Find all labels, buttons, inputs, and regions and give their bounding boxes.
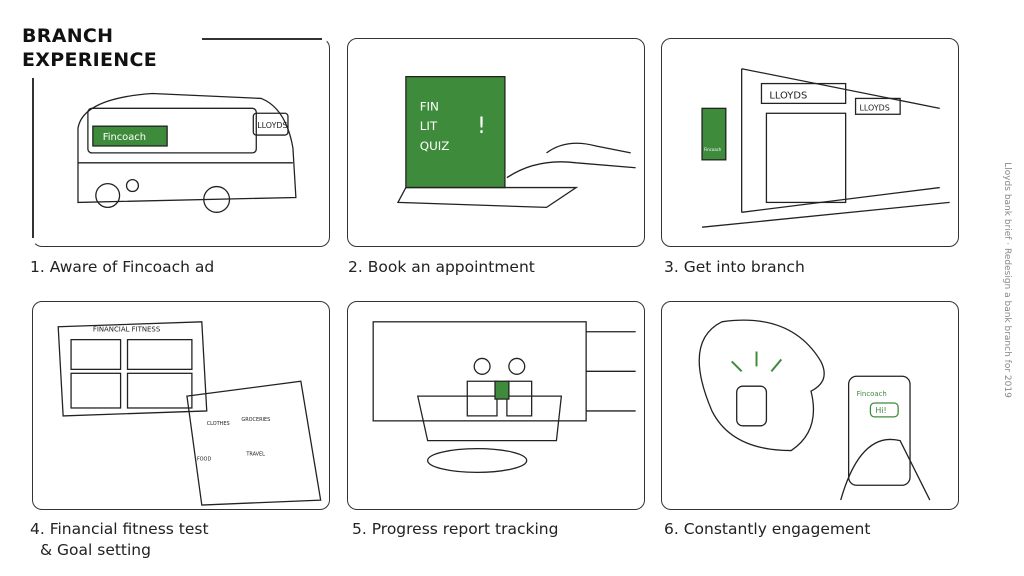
- page-title: BRANCH EXPERIENCE: [22, 24, 162, 72]
- panel-bus-ad: Fincoach LLOYDS: [32, 38, 330, 247]
- panel-quiz: FIN LIT QUIZ !: [347, 38, 645, 247]
- panel-fitness-test: FINANCIAL FITNESS CLOTHES GROCERIES FOOD…: [32, 301, 330, 510]
- svg-text:LLOYDS: LLOYDS: [257, 121, 287, 130]
- caption-3: 3. Get into branch: [664, 258, 805, 276]
- caption-6: 6. Constantly engagement: [664, 520, 871, 538]
- caption-2: 2. Book an appointment: [348, 258, 535, 276]
- svg-text:CLOTHES: CLOTHES: [207, 421, 230, 427]
- panel-border: [202, 38, 322, 40]
- laptop-sketch: FIN LIT QUIZ !: [396, 75, 636, 209]
- fitness-sketch: FINANCIAL FITNESS CLOTHES GROCERIES FOOD…: [57, 321, 322, 506]
- svg-text:LLOYDS: LLOYDS: [769, 90, 807, 101]
- panel-border: [32, 78, 34, 238]
- branch-sketch: LLOYDS LLOYDS Fincoach: [701, 68, 950, 228]
- caption-5: 5. Progress report tracking: [352, 520, 559, 538]
- bus-sketch: Fincoach LLOYDS: [77, 92, 297, 213]
- svg-text:Fincoach: Fincoach: [857, 390, 887, 398]
- side-note: Lloyds bank brief · Redesign a bank bran…: [1002, 162, 1012, 398]
- caption-1: 1. Aware of Fincoach ad: [30, 258, 215, 276]
- svg-text:FOOD: FOOD: [197, 456, 212, 462]
- svg-text:LIT: LIT: [420, 119, 438, 133]
- svg-text:FINANCIAL FITNESS: FINANCIAL FITNESS: [93, 326, 161, 334]
- svg-text:Fincoach: Fincoach: [103, 132, 146, 143]
- panel-engagement: Fincoach Hi!: [661, 301, 959, 510]
- phone-sketch: Fincoach Hi!: [698, 319, 931, 501]
- svg-text:Hi!: Hi!: [875, 406, 886, 415]
- svg-text:TRAVEL: TRAVEL: [245, 452, 265, 458]
- panel-branch: LLOYDS LLOYDS Fincoach: [661, 38, 959, 247]
- svg-text:QUIZ: QUIZ: [420, 139, 450, 153]
- svg-text:FIN: FIN: [420, 99, 439, 113]
- svg-text:!: !: [477, 114, 486, 139]
- caption-4: 4. Financial fitness test & Goal setting: [30, 520, 209, 559]
- svg-text:Fincoach: Fincoach: [704, 147, 722, 152]
- panel-progress-report: [347, 301, 645, 510]
- svg-text:GROCERIES: GROCERIES: [241, 417, 270, 423]
- lounge-sketch: [372, 321, 636, 473]
- svg-text:LLOYDS: LLOYDS: [860, 103, 890, 112]
